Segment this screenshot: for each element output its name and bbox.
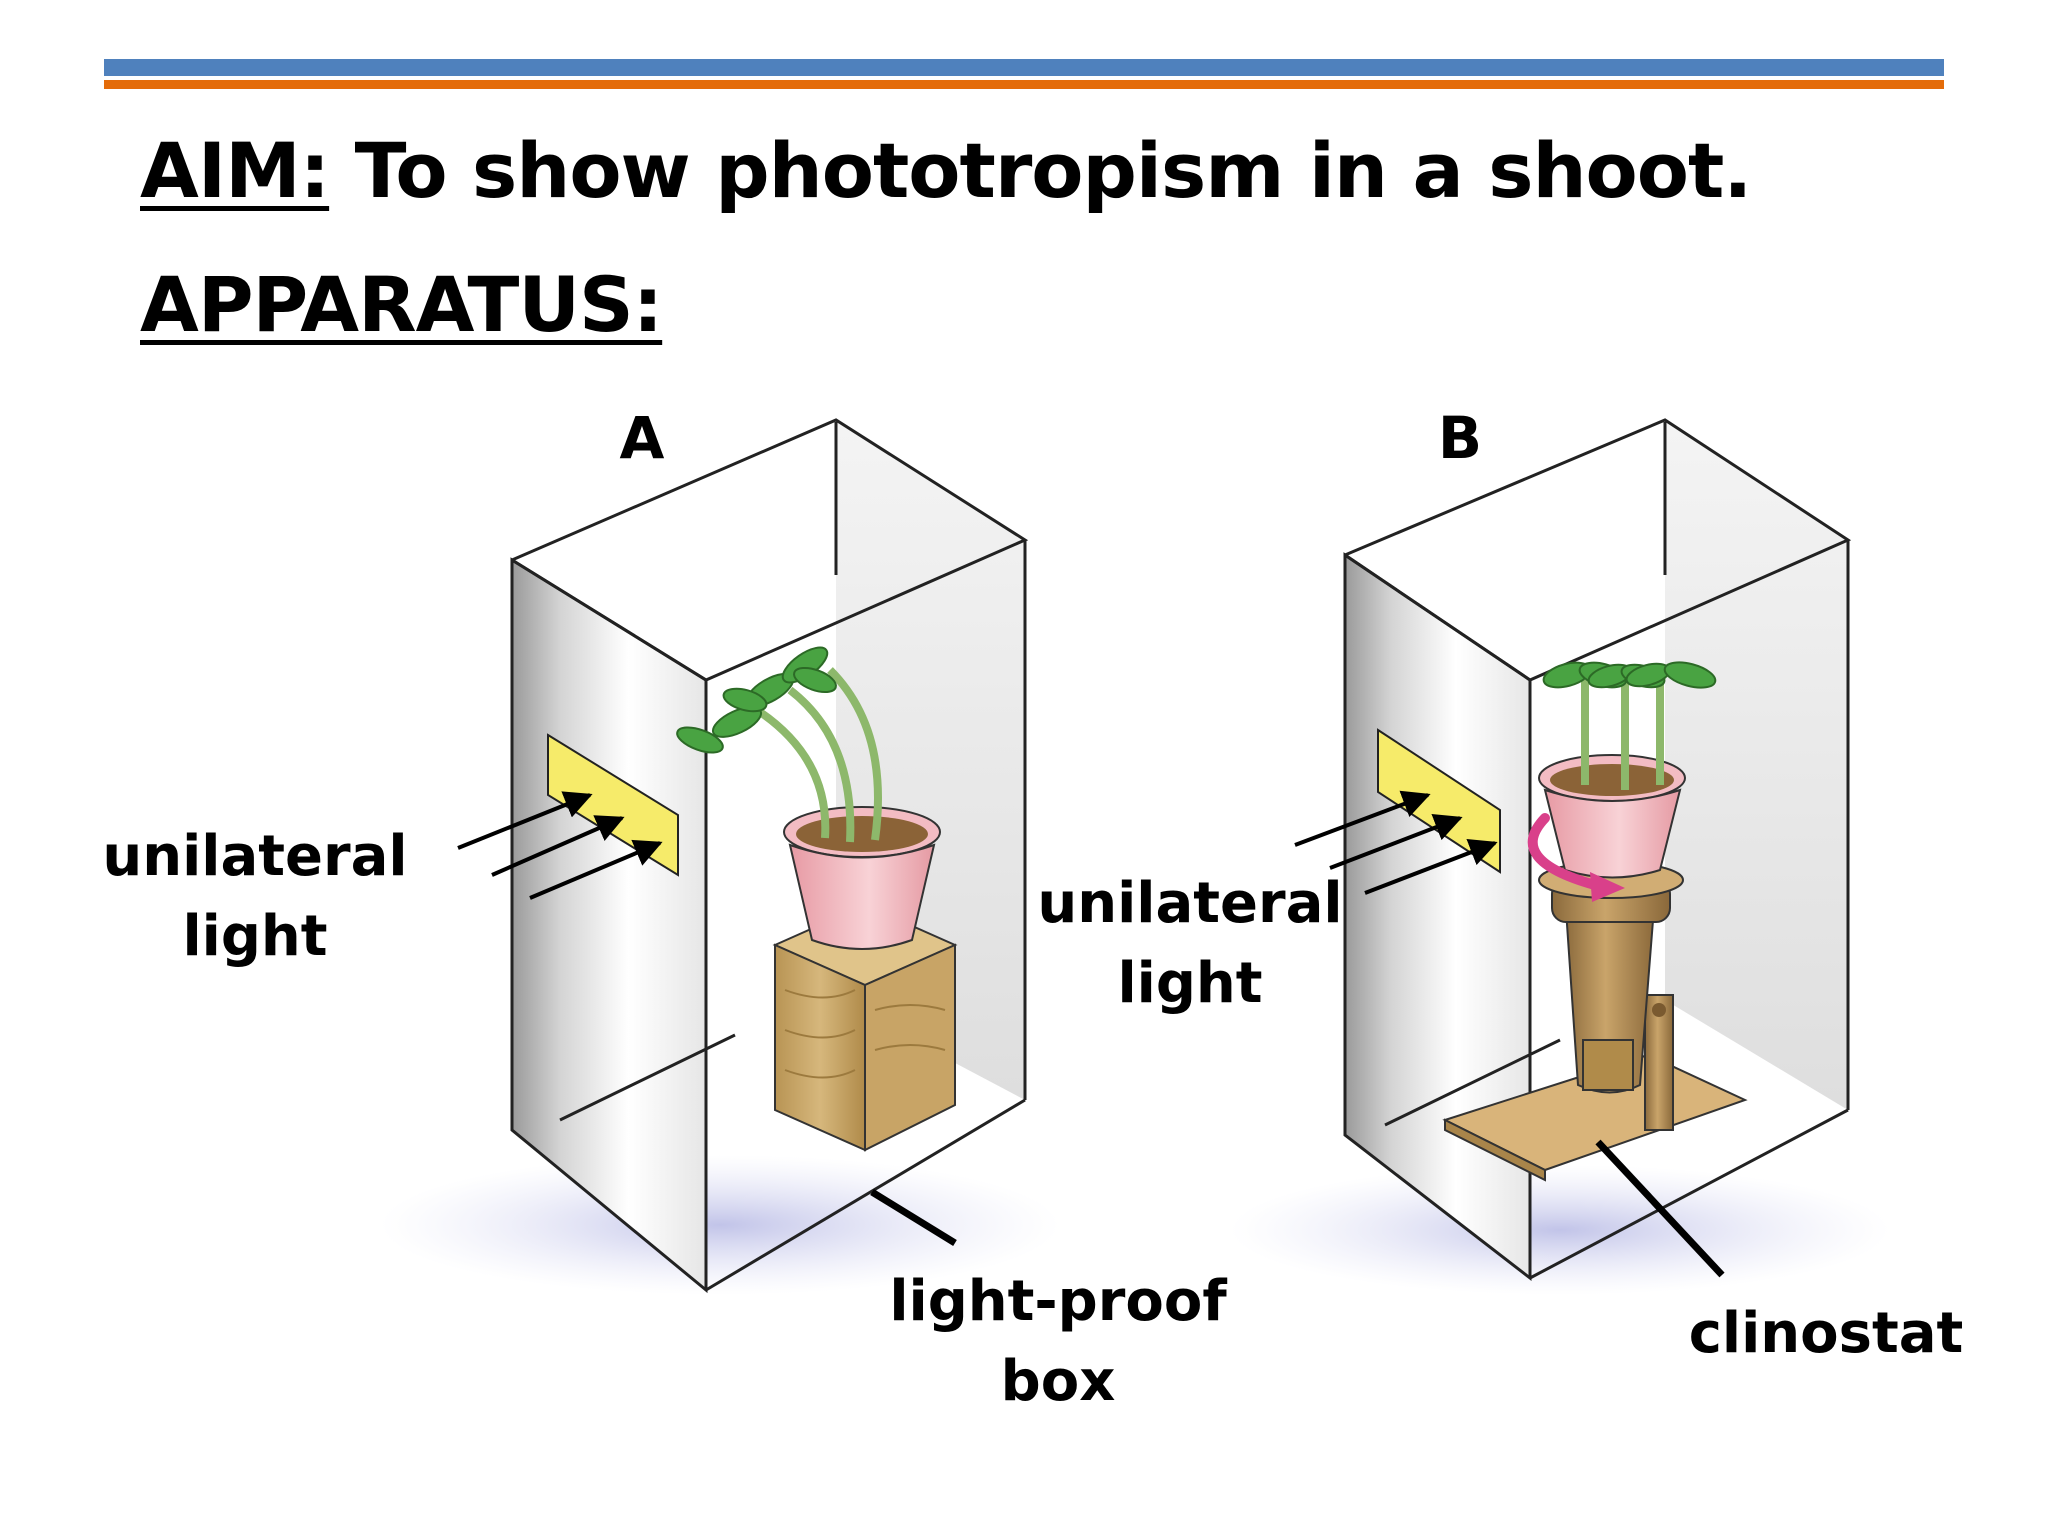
panel-b: B unilateral light clinostat	[1037, 404, 1963, 1366]
box-a-shadow	[380, 1155, 1060, 1295]
pot-a-soil	[796, 816, 928, 852]
apparatus-heading: APPARATUS:	[140, 260, 663, 349]
stem-a-1	[757, 708, 830, 839]
aim-label: AIM:	[140, 126, 330, 215]
clinostat-label: clinostat	[1689, 1301, 1964, 1366]
panel-b-letter: B	[1438, 404, 1482, 472]
panel-b-light-label-line1: unilateral	[1037, 871, 1342, 936]
clinostat-bracket	[1644, 994, 1674, 1131]
rotation-arrow	[1527, 813, 1600, 890]
light-arrow-b-1	[1294, 790, 1431, 847]
wood-block-side	[864, 943, 956, 1152]
light-window-b	[1377, 728, 1501, 874]
rotation-arrow-head	[1590, 872, 1625, 902]
stem-a-2	[787, 686, 855, 843]
light-arrow-b-3	[1364, 838, 1498, 895]
aim-heading: AIM: To show phototropism in a shoot.	[140, 126, 1753, 215]
leaves-b	[1542, 661, 1717, 689]
clinostat-pivot	[1652, 1003, 1666, 1017]
pot-a-body	[788, 843, 936, 950]
leaves-a	[676, 646, 837, 754]
light-arrow-a-1	[457, 791, 593, 850]
wood-grain	[784, 989, 946, 1079]
apparatus-label: APPARATUS:	[140, 260, 663, 349]
box-a-bottom-edge	[705, 1098, 1026, 1292]
stem-a-3	[827, 667, 882, 841]
panel-a-light-label-line1: unilateral	[102, 824, 407, 889]
clinostat-base-edge	[1444, 1118, 1546, 1182]
light-arrow-a-2	[491, 815, 625, 877]
box-label-line2: box	[1001, 1349, 1116, 1414]
panel-b-light-label-line2: light	[1117, 951, 1262, 1016]
pot-b-soil	[1550, 764, 1674, 796]
box-b-bottom-edge	[1529, 1108, 1849, 1280]
light-arrow-a-3	[529, 839, 663, 900]
clinostat-label-pointer	[1595, 1139, 1725, 1278]
box-b-back-wall	[1665, 420, 1848, 1110]
box-b-shadow	[1230, 1165, 1890, 1295]
aim-text: To show phototropism in a shoot.	[329, 126, 1753, 215]
pot-b-body	[1543, 788, 1682, 879]
box-label-line1: light-proof	[889, 1269, 1227, 1334]
panel-a: A unilateral light light-proof box	[102, 404, 1227, 1414]
header-rule-blue	[104, 59, 1944, 76]
box-b-left-wall	[1343, 552, 1532, 1282]
panel-a-letter: A	[620, 404, 665, 472]
light-arrow-b-2	[1329, 813, 1463, 870]
panel-a-light-label-line2: light	[182, 904, 327, 969]
header-rule-orange	[104, 80, 1944, 89]
clinostat-shaft	[1582, 1039, 1634, 1091]
box-label-pointer	[870, 1189, 957, 1246]
